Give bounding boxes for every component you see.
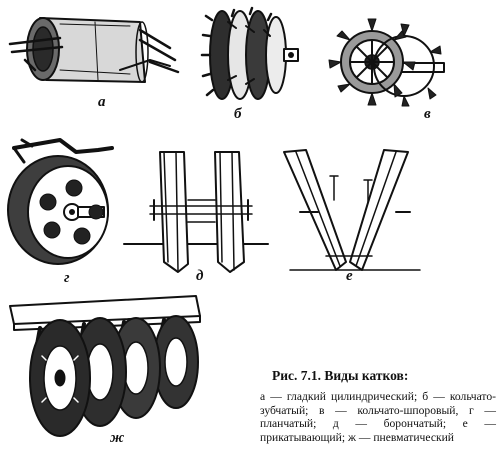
label-e: е: [346, 268, 353, 284]
caption-text: а — гладкий цилиндрический; б — кольчато…: [260, 390, 496, 444]
smooth-cylindrical-roller-drawing: [8, 17, 180, 83]
label-d: д: [196, 268, 204, 284]
pneumatic-roller-drawing: [9, 295, 201, 437]
label-b: б: [234, 106, 242, 122]
label-v: в: [424, 106, 431, 122]
ring-spur-roller-drawing: [328, 18, 445, 107]
ring-toothed-roller-drawing: [200, 6, 299, 100]
caption-title: Рис. 7.1. Виды катков:: [272, 368, 409, 383]
figure-caption: Рис. 7.1. Виды катков: а — гладкий цилин…: [260, 368, 496, 444]
label-zh: ж: [110, 430, 125, 446]
slatted-roller-drawing: [7, 138, 114, 265]
press-roller-drawing: [283, 149, 421, 271]
label-a: а: [98, 94, 106, 110]
harrowing-roller-drawing: [123, 151, 269, 273]
label-g: г: [64, 270, 70, 286]
